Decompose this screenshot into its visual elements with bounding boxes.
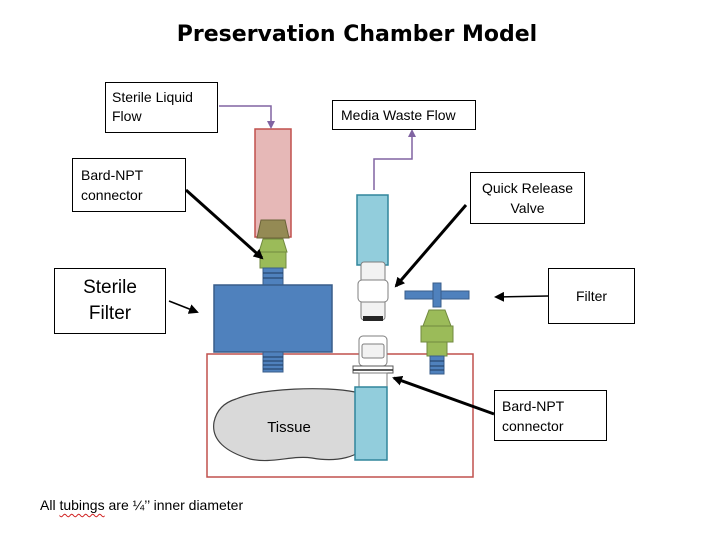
label-bard-npt-bottom: Bard-NPT connector: [494, 390, 607, 441]
footnote: All tubings are ¼’’ inner diameter: [40, 497, 243, 513]
outlet-tube-lower: [354, 386, 388, 461]
inlet-tube: [254, 128, 292, 238]
label-sterile-filter: Sterile Filter: [54, 268, 166, 334]
label-sterile-filter-text: Sterile Filter: [83, 277, 137, 324]
label-quick-release-valve-text: Quick Release Valve: [481, 180, 574, 216]
footnote-prefix: All: [40, 497, 60, 513]
side-filter-connector: [422, 309, 452, 327]
footnote-underlined-word: tubings: [59, 497, 105, 513]
arrow-bard-npt-top: [184, 188, 264, 260]
outlet-tube-upper: [356, 194, 389, 266]
connector-stem: [259, 251, 287, 269]
preservation-chamber: [206, 353, 474, 478]
arrow-filter: [494, 291, 549, 302]
arrow-sterile-filter: [168, 300, 199, 314]
side-filter-neck: [429, 355, 445, 375]
filter-inlet-neck: [262, 267, 284, 286]
footnote-suffix: are ¼’’ inner diameter: [104, 497, 244, 513]
label-media-waste-flow: Media Waste Flow: [332, 100, 476, 130]
label-bard-npt-bottom-text: Bard-NPT connector: [502, 398, 564, 434]
media-waste-flow-arrow: [373, 129, 416, 190]
label-bard-npt-top-text: Bard-NPT connector: [81, 167, 143, 203]
sterile-filter: [213, 284, 333, 353]
label-filter-text: Filter: [575, 288, 608, 304]
arrow-quick-release: [394, 204, 468, 288]
label-media-waste-flow-text: Media Waste Flow: [341, 107, 456, 123]
bard-npt-connector-brown: [256, 219, 290, 239]
diagram-title: Preservation Chamber Model: [176, 22, 538, 47]
bard-npt-connector-green: [258, 238, 288, 253]
sterile-liquid-flow-arrow: [219, 105, 275, 129]
label-filter: Filter: [548, 268, 635, 324]
arrow-bard-npt-bottom: [392, 376, 495, 416]
side-filter-stem: [432, 282, 442, 308]
label-quick-release-valve: Quick Release Valve: [470, 172, 585, 224]
label-sterile-liquid-flow: Sterile Liquid Flow: [105, 82, 218, 133]
tissue-sample: [213, 388, 371, 462]
label-sterile-liquid-flow-text: Sterile Liquid Flow: [112, 89, 193, 124]
tissue-label: Tissue: [267, 419, 311, 436]
label-bard-npt-top: Bard-NPT connector: [72, 158, 186, 212]
